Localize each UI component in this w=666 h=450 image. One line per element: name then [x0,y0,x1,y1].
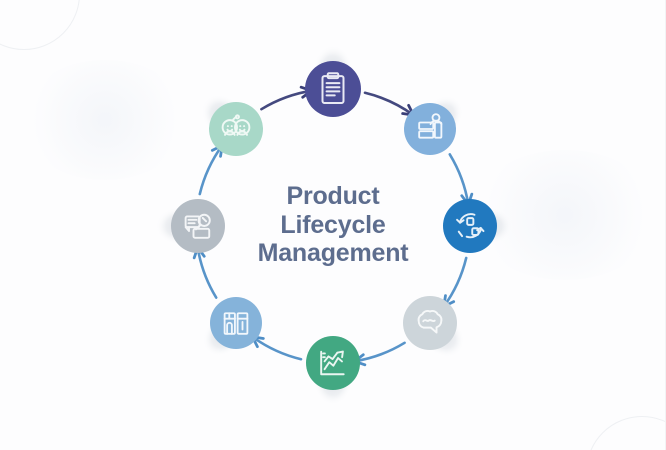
node-plan[interactable] [305,61,361,117]
brain-icon [417,310,443,334]
node-layer [171,61,497,390]
arrow-shaft [251,335,303,361]
arrow-plan-to-design [363,91,415,117]
center-title: Product Lifecycle Management [203,182,463,268]
node-circle-insight[interactable] [403,296,457,350]
growth-chart-icon [320,350,345,376]
node-insight[interactable] [403,296,457,350]
two-users-icon [221,114,251,136]
factory-building-icon [223,312,249,335]
arrow-shaft [363,91,415,117]
node-circle-growth[interactable] [306,336,360,390]
recycle-arrows-icon [456,213,485,239]
node-design[interactable] [404,103,456,155]
center-title-line-2: Lifecycle [280,210,386,239]
node-production[interactable] [210,297,262,349]
arrow-shaft [260,89,313,111]
clipboard-icon [321,72,345,104]
document-edit-icon [184,213,211,239]
node-people[interactable] [209,102,263,156]
node-review[interactable] [171,199,225,253]
node-circle-lifecycle[interactable] [443,199,497,253]
center-title-line-1: Product [286,182,380,210]
arrow-insight-to-growth [353,341,406,367]
arrow-shaft [353,341,406,363]
center-title-line-3: Management [257,239,409,267]
node-circle-plan[interactable] [305,61,361,117]
node-circle-production[interactable] [210,297,262,349]
layout-person-icon [418,113,443,139]
node-growth[interactable] [306,336,360,390]
arrow-people-to-plan [260,85,313,111]
node-lifecycle[interactable] [443,199,497,253]
arrow-growth-to-production [251,335,303,361]
